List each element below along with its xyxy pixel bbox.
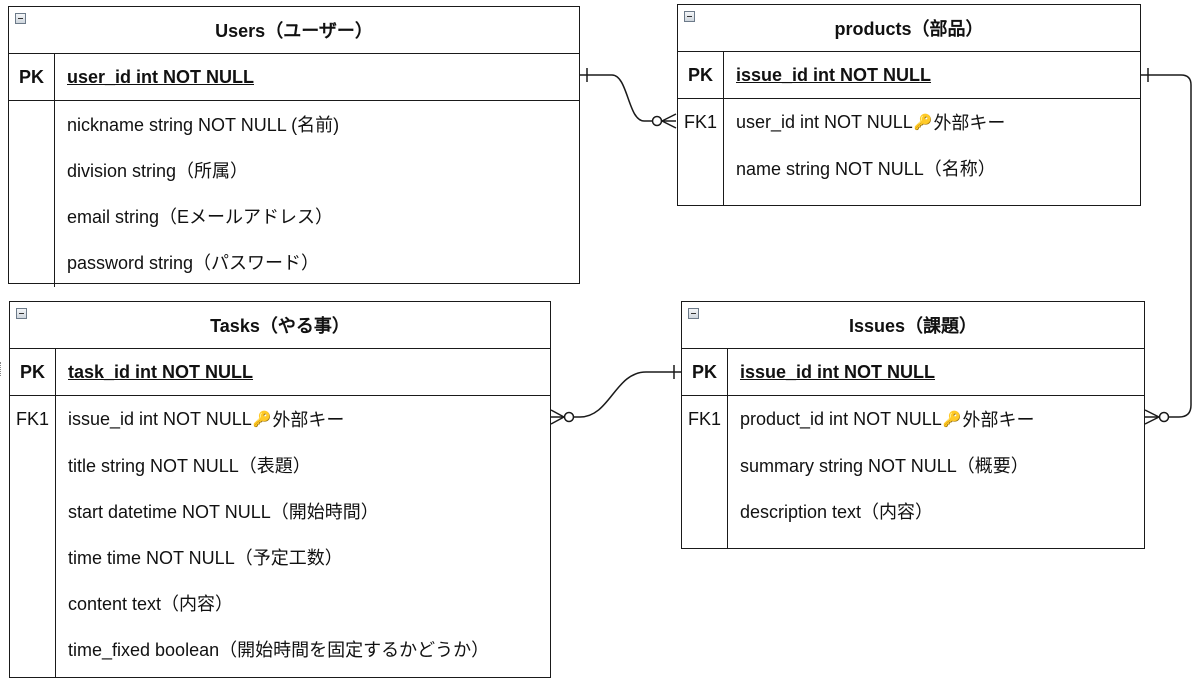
- pk-field: issue_id int NOT NULL: [736, 64, 932, 85]
- entity-header: Tasks（やる事）: [10, 302, 550, 349]
- key-column: FK1: [682, 396, 728, 549]
- key-icon: 🔑: [913, 114, 933, 131]
- attribute-row[interactable]: password string（パスワード）: [67, 253, 320, 273]
- attribute-row[interactable]: summary string NOT NULL（概要）: [740, 456, 1029, 476]
- primary-key-row[interactable]: PK user_id int NOT NULL: [9, 54, 579, 101]
- key-cell: [10, 488, 55, 534]
- collapse-icon[interactable]: [16, 308, 27, 319]
- key-cell: [10, 580, 55, 626]
- entity-title: Issues（課題）: [848, 316, 978, 336]
- primary-key-row[interactable]: PK issue_id int NOT NULL: [678, 52, 1140, 99]
- edge-stub: [0, 362, 4, 376]
- key-cell: [678, 145, 723, 191]
- link-users-products-crowfoot-top: [661, 113, 677, 122]
- attribute-row[interactable]: start datetime NOT NULL（開始時間）: [68, 502, 379, 522]
- pk-label: PK: [678, 52, 724, 98]
- link-issues-tasks-optional-circle: [563, 411, 575, 423]
- collapse-icon[interactable]: [684, 11, 695, 22]
- collapse-icon[interactable]: [688, 308, 699, 319]
- link-users-products-crowfoot-bottom: [661, 120, 677, 129]
- pk-field: task_id int NOT NULL: [68, 361, 254, 382]
- entity-issues[interactable]: Issues（課題） PK issue_id int NOT NULL FK1 …: [681, 301, 1145, 549]
- key-icon: 🔑: [252, 411, 272, 428]
- attribute-row[interactable]: user_id int NOT NULL🔑外部キー: [724, 99, 1005, 145]
- entity-title: products（部品）: [834, 19, 984, 39]
- key-column: FK1: [10, 396, 56, 678]
- pk-field: issue_id int NOT NULL: [740, 361, 936, 382]
- key-icon: 🔑: [942, 411, 962, 428]
- attribute-note: 外部キー: [962, 410, 1035, 430]
- attribute-row[interactable]: name string NOT NULL（名称）: [736, 159, 996, 179]
- attribute-note: 外部キー: [272, 410, 345, 430]
- attribute-section: FK1 product_id int NOT NULL🔑外部キー summary…: [682, 396, 1144, 549]
- key-cell: [9, 101, 54, 147]
- pk-label: PK: [9, 54, 55, 100]
- key-cell: [9, 147, 54, 193]
- attribute-list: product_id int NOT NULL🔑外部キー summary str…: [728, 396, 1034, 549]
- key-cell: [9, 239, 54, 285]
- pk-field: user_id int NOT NULL: [67, 66, 255, 87]
- attribute-row[interactable]: time time NOT NULL（予定工数）: [68, 548, 343, 568]
- attribute-row[interactable]: email string（Eメールアドレス）: [67, 207, 334, 227]
- entity-header: products（部品）: [678, 5, 1140, 52]
- attribute-row[interactable]: title string NOT NULL（表題）: [68, 456, 311, 476]
- attribute-note: 外部キー: [933, 113, 1006, 133]
- entity-tasks[interactable]: Tasks（やる事） PK task_id int NOT NULL FK1 i…: [9, 301, 551, 678]
- link-users-products: [580, 74, 676, 122]
- pk-label: PK: [682, 349, 728, 395]
- key-cell: [9, 193, 54, 239]
- entity-header: Users（ユーザー）: [9, 7, 579, 54]
- key-cell: [10, 626, 55, 672]
- attribute-text: user_id int NOT NULL: [736, 111, 913, 132]
- key-cell: [682, 488, 727, 534]
- attribute-row[interactable]: content text（内容）: [68, 594, 234, 614]
- attribute-section: FK1 user_id int NOT NULL🔑外部キー name strin…: [678, 99, 1140, 206]
- link-products-issues-crowfoot-top: [1144, 409, 1160, 418]
- key-cell: [682, 442, 727, 488]
- primary-key-row[interactable]: PK task_id int NOT NULL: [10, 349, 550, 396]
- key-column: FK1: [678, 99, 724, 206]
- entity-products[interactable]: products（部品） PK issue_id int NOT NULL FK…: [677, 4, 1141, 206]
- link-issues-tasks-crowfoot-top: [550, 409, 565, 418]
- attribute-list: nickname string NOT NULL (名前) division s…: [55, 101, 339, 287]
- attribute-section: FK1 issue_id int NOT NULL🔑外部キー title str…: [10, 396, 550, 678]
- attribute-row[interactable]: issue_id int NOT NULL🔑外部キー: [56, 396, 489, 442]
- primary-key-row[interactable]: PK issue_id int NOT NULL: [682, 349, 1144, 396]
- attribute-row[interactable]: product_id int NOT NULL🔑外部キー: [728, 396, 1034, 442]
- attribute-list: user_id int NOT NULL🔑外部キー name string NO…: [724, 99, 1005, 206]
- link-users-products-optional-circle: [651, 115, 663, 127]
- key-cell: [10, 442, 55, 488]
- attribute-section: nickname string NOT NULL (名前) division s…: [9, 101, 579, 287]
- attribute-row[interactable]: time_fixed boolean（開始時間を固定するかどうか）: [68, 640, 490, 660]
- key-column: [9, 101, 55, 287]
- entity-header: Issues（課題）: [682, 302, 1144, 349]
- fk-label: FK1: [687, 408, 721, 429]
- attribute-row[interactable]: nickname string NOT NULL (名前): [67, 115, 340, 135]
- attribute-row[interactable]: description text（内容）: [740, 502, 934, 522]
- pk-label: PK: [10, 349, 56, 395]
- attribute-text: product_id int NOT NULL: [740, 408, 942, 429]
- fk-label: FK1: [15, 408, 49, 429]
- entity-title: Users（ユーザー）: [215, 21, 373, 41]
- link-issues-tasks: [551, 371, 681, 418]
- entity-users[interactable]: Users（ユーザー） PK user_id int NOT NULL nick…: [8, 6, 580, 287]
- attribute-list: issue_id int NOT NULL🔑外部キー title string …: [56, 396, 489, 678]
- link-products-issues: [1141, 74, 1192, 418]
- link-issues-tasks-crowfoot-bottom: [550, 416, 565, 425]
- attribute-text: issue_id int NOT NULL: [68, 408, 252, 429]
- collapse-icon[interactable]: [15, 13, 26, 24]
- key-cell: [10, 534, 55, 580]
- link-products-issues-optional-circle: [1158, 411, 1170, 423]
- link-products-issues-crowfoot-bottom: [1144, 416, 1160, 425]
- fk-label: FK1: [683, 111, 717, 132]
- attribute-row[interactable]: division string（所属）: [67, 161, 249, 181]
- entity-title: Tasks（やる事）: [210, 316, 350, 336]
